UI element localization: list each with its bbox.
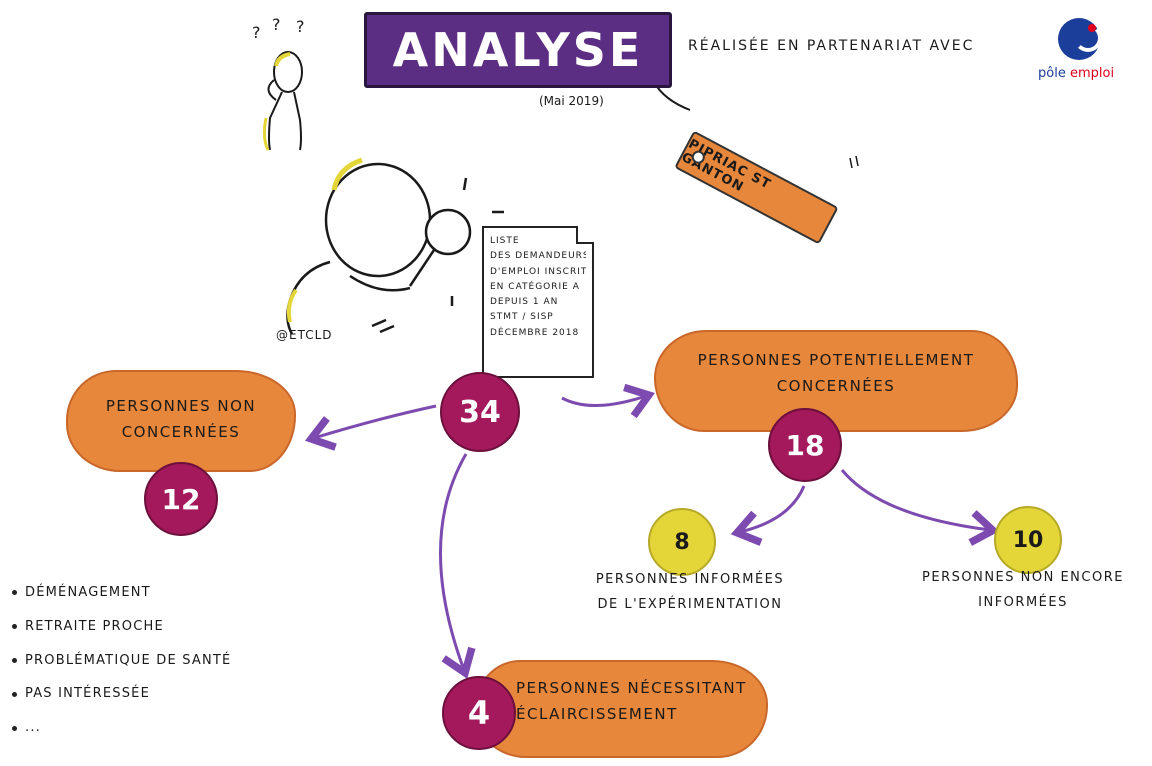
page-title: ANALYSE xyxy=(392,23,644,77)
total-count-badge: 34 xyxy=(440,372,520,452)
partnership-text: Réalisée en partenariat avec xyxy=(688,38,975,54)
arrow-to-non-concernees xyxy=(314,404,437,438)
logo-swoosh-icon xyxy=(1074,24,1102,52)
eclaircissement-bubble: Personnes nécessitant éclaircissement xyxy=(474,660,768,758)
source-document: Liste des demandeurs d'emploi inscrits e… xyxy=(482,226,594,378)
bullet-icon xyxy=(12,691,17,697)
potentiellement-label-1: Personnes potentiellement xyxy=(697,351,975,369)
document-line: STMT / SISP xyxy=(490,312,554,323)
magnifying-glass-person-icon xyxy=(286,157,504,335)
non-informees-count-badge: 10 xyxy=(994,506,1062,574)
eclaircissement-label-2: éclaircissement xyxy=(516,704,678,723)
arrow-to-non-informees xyxy=(840,469,990,530)
bullet-icon xyxy=(12,624,17,630)
list-item: Problématique de santé xyxy=(12,644,231,678)
bullet-icon xyxy=(12,590,17,596)
tag-marks xyxy=(849,155,859,169)
potentiellement-label-2: concernées xyxy=(776,376,896,395)
document-line: d'emploi inscrits xyxy=(490,266,586,277)
non-concernees-label-2: concernées xyxy=(121,422,241,441)
document-line: décembre 2018 xyxy=(490,327,580,338)
svg-text:?: ? xyxy=(252,23,261,42)
informees-label: Personnes informées de l'expérimentation xyxy=(595,572,785,612)
list-item: Pas intéressée xyxy=(12,677,231,711)
potentiellement-count-badge: 18 xyxy=(768,408,842,482)
document-fold-icon xyxy=(576,226,594,244)
author-credit: @ETCLD xyxy=(276,328,333,342)
arrow-to-eclaircissement xyxy=(439,453,466,670)
eclaircissement-label-1: Personnes nécessitant xyxy=(516,679,747,697)
list-item: Retraite proche xyxy=(12,610,231,644)
list-item: Déménagement xyxy=(12,576,231,610)
list-item: ... xyxy=(12,711,231,745)
non-concernees-count-badge: 12 xyxy=(144,462,218,536)
non-informees-label: Personnes non encore informées xyxy=(922,570,1124,610)
arrow-to-informees xyxy=(740,485,806,532)
document-line: Liste xyxy=(490,236,520,246)
svg-text:?: ? xyxy=(296,17,305,36)
title-banner: ANALYSE xyxy=(364,12,672,88)
bullet-icon xyxy=(12,657,17,663)
svg-text:?: ? xyxy=(272,15,281,34)
date-text: (Mai 2019) xyxy=(539,94,604,108)
non-concernees-bubble: Personnes non concernées xyxy=(66,370,296,472)
eclaircissement-count-badge: 4 xyxy=(442,676,516,750)
logo-dot-icon xyxy=(1088,24,1096,32)
bullet-icon xyxy=(12,725,17,731)
document-line: des demandeurs xyxy=(490,251,586,262)
document-line: en catégorie A xyxy=(490,281,580,292)
potentiellement-bubble: Personnes potentiellement concernées xyxy=(654,330,1018,432)
logo-wordmark: pôle emploi xyxy=(1038,66,1115,81)
thinking-person-icon: ? ? ? xyxy=(252,15,305,151)
arrow-to-potentiellement xyxy=(561,396,646,406)
non-concernees-label-1: Personnes non xyxy=(105,397,257,415)
informees-count-badge: 8 xyxy=(648,508,716,576)
reasons-list: Déménagement Retraite proche Problématiq… xyxy=(12,576,231,745)
document-line: depuis 1 an xyxy=(490,297,559,308)
